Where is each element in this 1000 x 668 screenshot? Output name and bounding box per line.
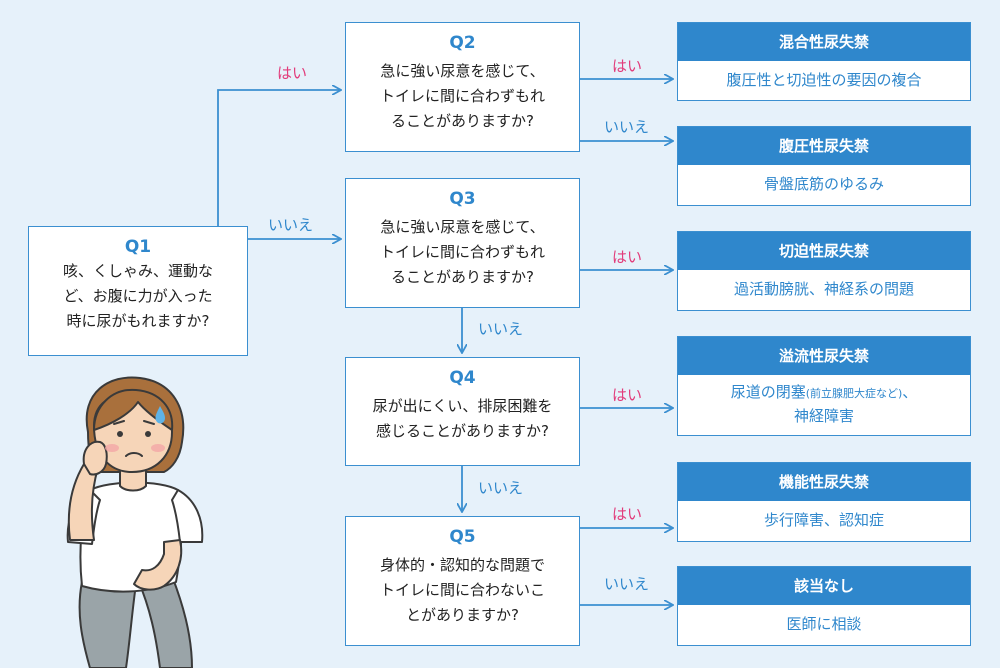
arrow-q1-yes: [217, 90, 340, 226]
result-overflow: 溢流性尿失禁 尿道の閉塞(前立腺肥大症など)、 神経障害: [677, 336, 971, 436]
result-functional: 機能性尿失禁 歩行障害、認知症: [677, 462, 971, 542]
label-q5-yes: はい: [612, 505, 643, 523]
result-desc-note: (前立腺肥大症など): [805, 387, 903, 400]
label-q4-yes: はい: [612, 386, 643, 404]
result-none: 該当なし 医師に相談: [677, 566, 971, 646]
question-id: Q2: [449, 33, 476, 53]
result-desc: 腹圧性と切迫性の要因の複合: [726, 71, 922, 89]
result-mixed: 混合性尿失禁 腹圧性と切迫性の要因の複合: [677, 22, 971, 101]
label-q2-yes: はい: [612, 57, 643, 75]
result-desc: 骨盤底筋のゆるみ: [763, 175, 884, 193]
label-q3-yes: はい: [612, 248, 643, 266]
question-text: 尿が出にくい、排尿困難を 感じることがありますか?: [372, 397, 553, 440]
question-q3: Q3 急に強い尿意を感じて、 トイレに間に合わずもれ ることがありますか?: [345, 178, 580, 308]
result-stress: 腹圧性尿失禁 骨盤底筋のゆるみ: [677, 126, 971, 206]
result-desc: 医師に相談: [786, 615, 862, 633]
question-q2: Q2 急に強い尿意を感じて、 トイレに間に合わずもれ ることがありますか?: [345, 22, 580, 152]
question-q4: Q4 尿が出にくい、排尿困難を 感じることがありますか?: [345, 357, 580, 466]
question-q1: Q1 咳、くしゃみ、運動な ど、お腹に力が入った 時に尿がもれますか?: [28, 226, 248, 356]
question-text: 咳、くしゃみ、運動な ど、お腹に力が入った 時に尿がもれますか?: [62, 262, 213, 330]
question-id: Q4: [449, 368, 476, 388]
result-desc-line2: 神経障害: [793, 407, 854, 425]
result-desc: 歩行障害、認知症: [763, 511, 884, 529]
result-desc: 尿道の閉塞(前立腺肥大症など)、 神経障害: [678, 375, 970, 427]
result-desc-main: 尿道の閉塞: [730, 383, 806, 401]
result-title: 溢流性尿失禁: [678, 337, 970, 375]
label-q2-no: いいえ: [604, 118, 650, 136]
result-title: 混合性尿失禁: [678, 23, 970, 61]
label-q5-no: いいえ: [604, 575, 650, 593]
question-text: 急に強い尿意を感じて、 トイレに間に合わずもれ ることがありますか?: [379, 218, 545, 286]
question-text: 急に強い尿意を感じて、 トイレに間に合わずもれ ることがありますか?: [379, 62, 545, 130]
question-id: Q5: [449, 527, 476, 547]
worried-woman-illustration: [66, 376, 204, 668]
result-desc: 過活動膀胱、神経系の問題: [733, 280, 914, 298]
question-q5: Q5 身体的・認知的な問題で トイレに間に合わないこ とがありますか?: [345, 516, 580, 646]
result-title: 機能性尿失禁: [678, 463, 970, 501]
label-q4-no: いいえ: [478, 479, 524, 497]
result-title: 切迫性尿失禁: [678, 232, 970, 270]
label-q1-yes: はい: [277, 64, 308, 82]
result-title: 該当なし: [678, 567, 970, 605]
question-id: Q1: [124, 237, 152, 257]
question-id: Q3: [449, 189, 476, 209]
result-desc-tail: 、: [902, 383, 918, 401]
label-q3-no: いいえ: [478, 320, 524, 338]
question-text: 身体的・認知的な問題で トイレに間に合わないこ とがありますか?: [379, 556, 545, 624]
label-q1-no: いいえ: [268, 216, 314, 234]
result-title: 腹圧性尿失禁: [678, 127, 970, 165]
result-urge: 切迫性尿失禁 過活動膀胱、神経系の問題: [677, 231, 971, 311]
